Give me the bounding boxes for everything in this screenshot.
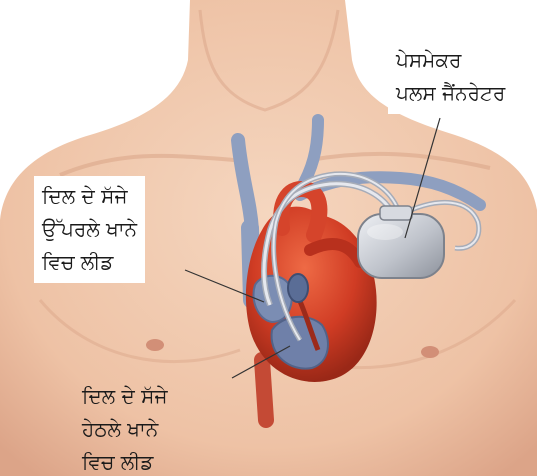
atrium-label-line-3: ਵਿਚ ਲੀਡ <box>42 246 137 279</box>
right-ventricle-lead-label: ਦਿਲ ਦੇ ਸੱਜੇ ਹੇਠਲੇ ਖਾਨੇ ਵਿਚ ਲੀਡ <box>74 376 176 476</box>
pacemaker-device-sheen <box>367 224 403 240</box>
inferior-vena-cava <box>262 360 266 420</box>
right-nipple <box>421 346 439 358</box>
atrium-label-line-2: ਉੱਪਰਲੇ ਖਾਨੇ <box>42 213 137 246</box>
pacemaker-device-header <box>380 206 412 220</box>
pacemaker-generator-label: ਪੇਸਮੇਕਰ ਪਲਸ ਜੈਂਨਰੇਟਰ <box>388 40 513 114</box>
pacemaker-label-line-2: ਪਲਸ ਜੈਂਨਰੇਟਰ <box>396 77 505 110</box>
ventricle-label-line-1: ਦਿਲ ਦੇ ਸੱਜੇ <box>82 380 168 413</box>
right-atrium-lead-label: ਦਿਲ ਦੇ ਸੱਜੇ ਉੱਪਰਲੇ ਖਾਨੇ ਵਿਚ ਲੀਡ <box>34 176 145 283</box>
pacemaker-device <box>358 214 444 278</box>
pacemaker-label-line-1: ਪੇਸਮੇਕਰ <box>396 44 505 77</box>
left-nipple <box>146 339 164 351</box>
ventricle-label-line-3: ਵਿਚ ਲੀਡ <box>82 446 168 476</box>
valve <box>288 274 308 302</box>
ventricle-label-line-2: ਹੇਠਲੇ ਖਾਨੇ <box>82 413 168 446</box>
atrium-label-line-1: ਦਿਲ ਦੇ ਸੱਜੇ <box>42 180 137 213</box>
